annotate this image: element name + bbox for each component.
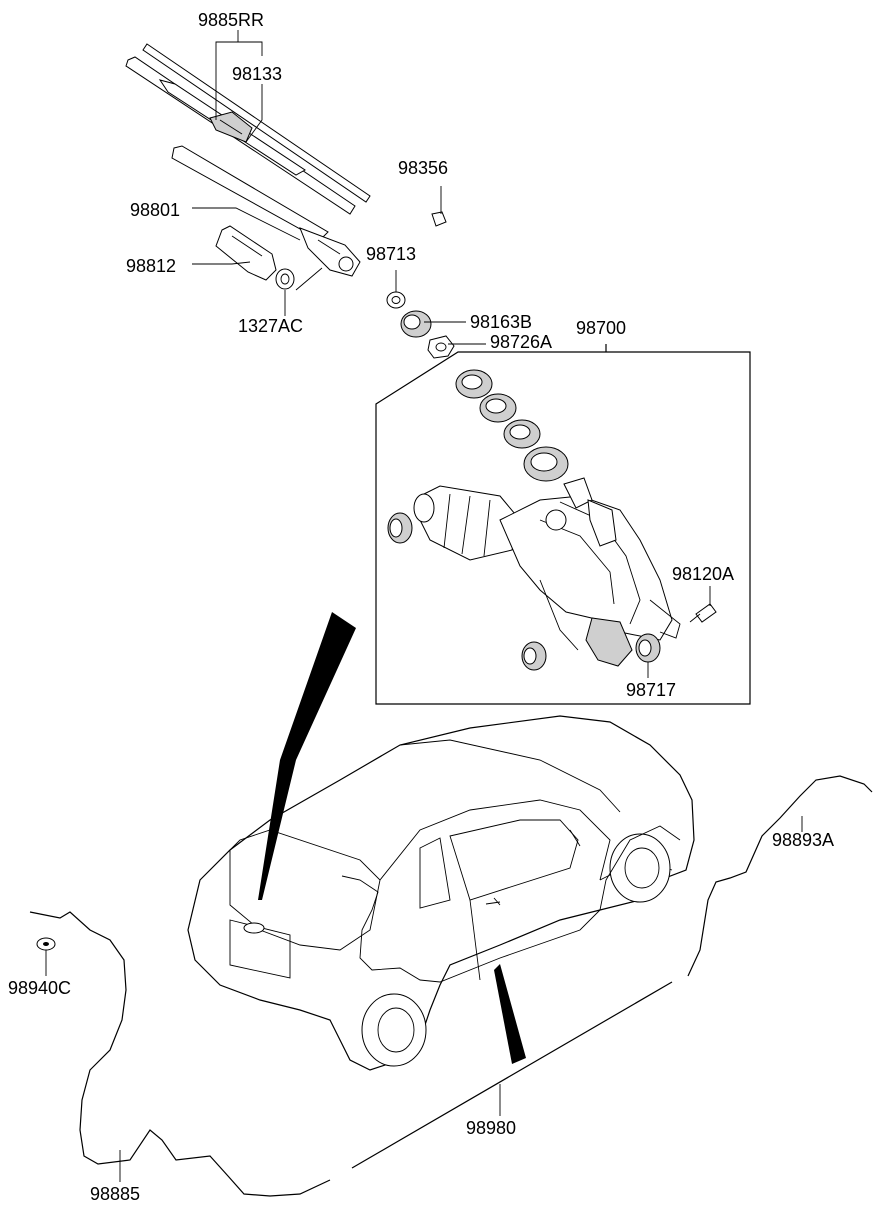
label-98120A: 98120A	[672, 564, 734, 584]
label-98940C: 98940C	[8, 978, 71, 998]
shaft-nut	[427, 335, 455, 359]
label-98812: 98812	[126, 256, 176, 276]
label-98980: 98980	[466, 1118, 516, 1138]
label-98163B: 98163B	[470, 312, 532, 332]
wiper-arm-cap	[215, 225, 277, 281]
motor-grommets	[387, 512, 661, 671]
label-98726A: 98726A	[490, 332, 552, 352]
hose-98893A	[687, 775, 873, 977]
label-98885: 98885	[90, 1184, 140, 1204]
label-98801: 98801	[130, 200, 180, 220]
shaft-grommet	[400, 310, 432, 338]
nozzle-98940C	[36, 937, 56, 951]
wiper-arm	[171, 145, 361, 277]
pointer-arrow-upper	[258, 612, 356, 900]
mounting-bolt	[689, 603, 717, 623]
label-98893A: 98893A	[772, 830, 834, 850]
label-98133: 98133	[232, 64, 282, 84]
label-98713: 98713	[366, 244, 416, 264]
label-98700: 98700	[576, 318, 626, 338]
harness-on-car	[341, 825, 681, 983]
label-1327AC: 1327AC	[238, 316, 303, 336]
motor-seals	[455, 369, 569, 482]
wiper-motor	[413, 477, 681, 667]
motor-assembly-frame	[375, 344, 751, 705]
label-9885RR: 9885RR	[198, 10, 264, 30]
shaft-washer	[386, 291, 406, 309]
hose-98980	[351, 981, 673, 1169]
label-98717: 98717	[626, 680, 676, 700]
washer-hose-98885	[29, 911, 331, 1197]
arm-nut	[275, 268, 295, 290]
part-labels: 9885RR 98133 98356 98801 98713 98812 132…	[8, 10, 834, 1204]
wiper-blade	[125, 43, 371, 215]
pointer-arrow-lower	[494, 964, 526, 1064]
leader-lines	[45, 30, 803, 1182]
spacer-clip	[431, 211, 447, 227]
car-body	[187, 715, 695, 1071]
label-98356: 98356	[398, 158, 448, 178]
